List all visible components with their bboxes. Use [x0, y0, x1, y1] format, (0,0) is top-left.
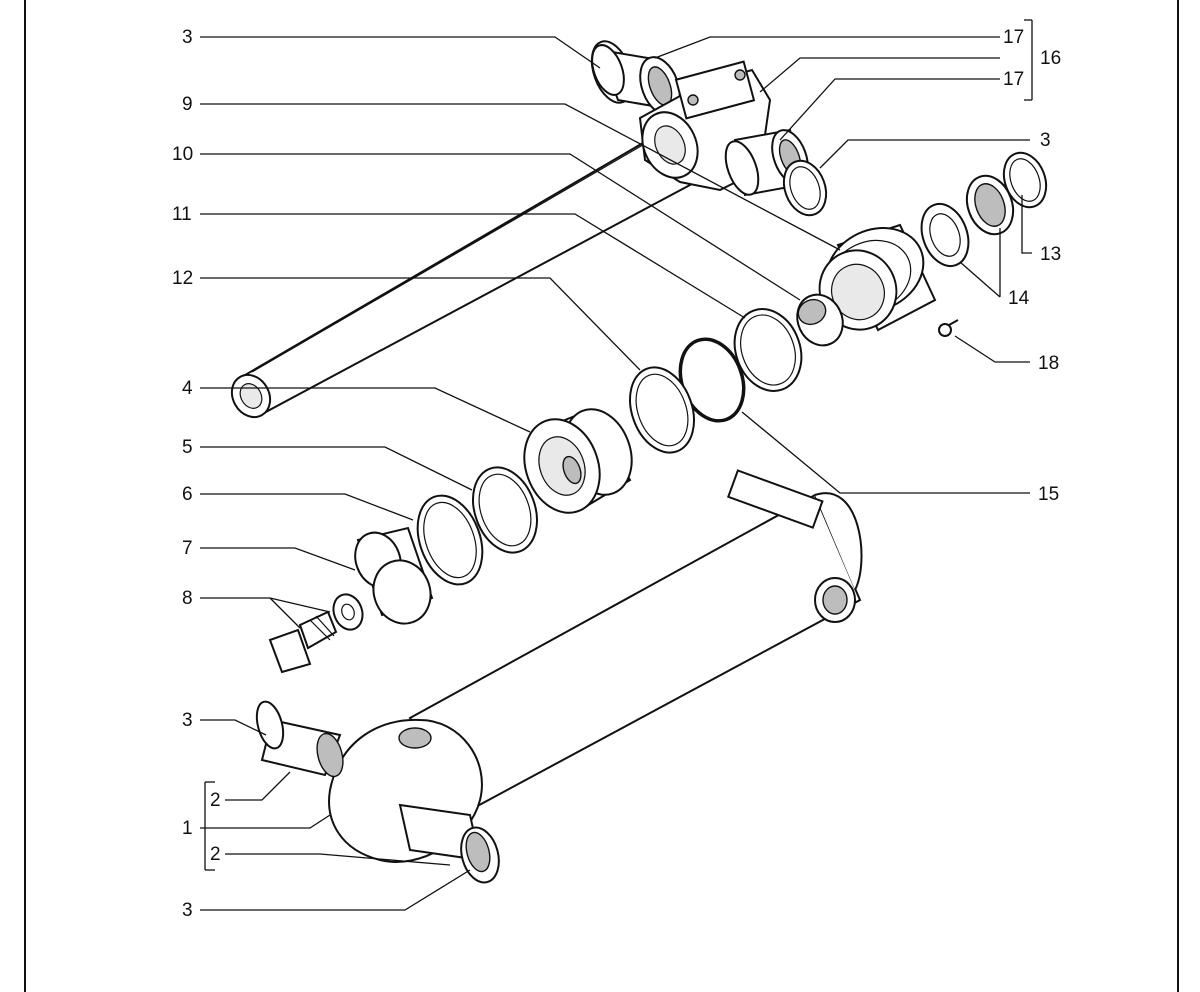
callout-8: 8	[182, 588, 193, 609]
callout-17-upper: 17	[1003, 27, 1024, 48]
seal-ring-top	[591, 44, 625, 96]
callout-3-bottom-left: 3	[182, 710, 193, 731]
callout-2-lower: 2	[210, 844, 221, 865]
screw	[938, 319, 959, 337]
leader-lines	[200, 19, 1033, 911]
bolt-with-washer	[268, 593, 364, 674]
rod-end-yoke	[590, 40, 828, 217]
callout-10: 10	[172, 144, 193, 165]
callout-18: 18	[1038, 353, 1059, 374]
callout-14: 14	[1008, 288, 1030, 309]
callout-2-upper: 2	[210, 790, 221, 811]
cylinder-barrel	[255, 469, 863, 884]
callout-17-lower: 17	[1003, 69, 1024, 90]
callout-1: 1	[182, 818, 193, 839]
callout-16: 16	[1040, 48, 1061, 69]
callout-3-top-left: 3	[182, 27, 193, 48]
callout-7: 7	[182, 538, 193, 559]
callout-11: 11	[172, 204, 192, 225]
callout-9: 9	[182, 94, 193, 115]
piston	[523, 408, 633, 514]
cylinder-head	[796, 223, 937, 347]
seal-ring-5	[472, 466, 538, 554]
wiper-rings	[920, 151, 1048, 267]
guide-ring-7	[354, 526, 434, 625]
callout-3-bottom: 3	[182, 900, 193, 921]
callout-12: 12	[172, 268, 193, 289]
callout-6: 6	[182, 484, 193, 505]
seal-ring-12	[629, 366, 695, 454]
callout-labels: 3 17 16 17 9 3 10 11 13 12 14 18 4 5 15 …	[172, 27, 1061, 921]
callout-3-top-right: 3	[1040, 130, 1051, 151]
piston-rod	[230, 134, 692, 419]
callout-4: 4	[182, 378, 193, 399]
callout-15: 15	[1038, 484, 1059, 505]
callout-13: 13	[1040, 244, 1061, 265]
callout-5: 5	[182, 437, 193, 458]
seal-ring-6	[416, 494, 484, 586]
